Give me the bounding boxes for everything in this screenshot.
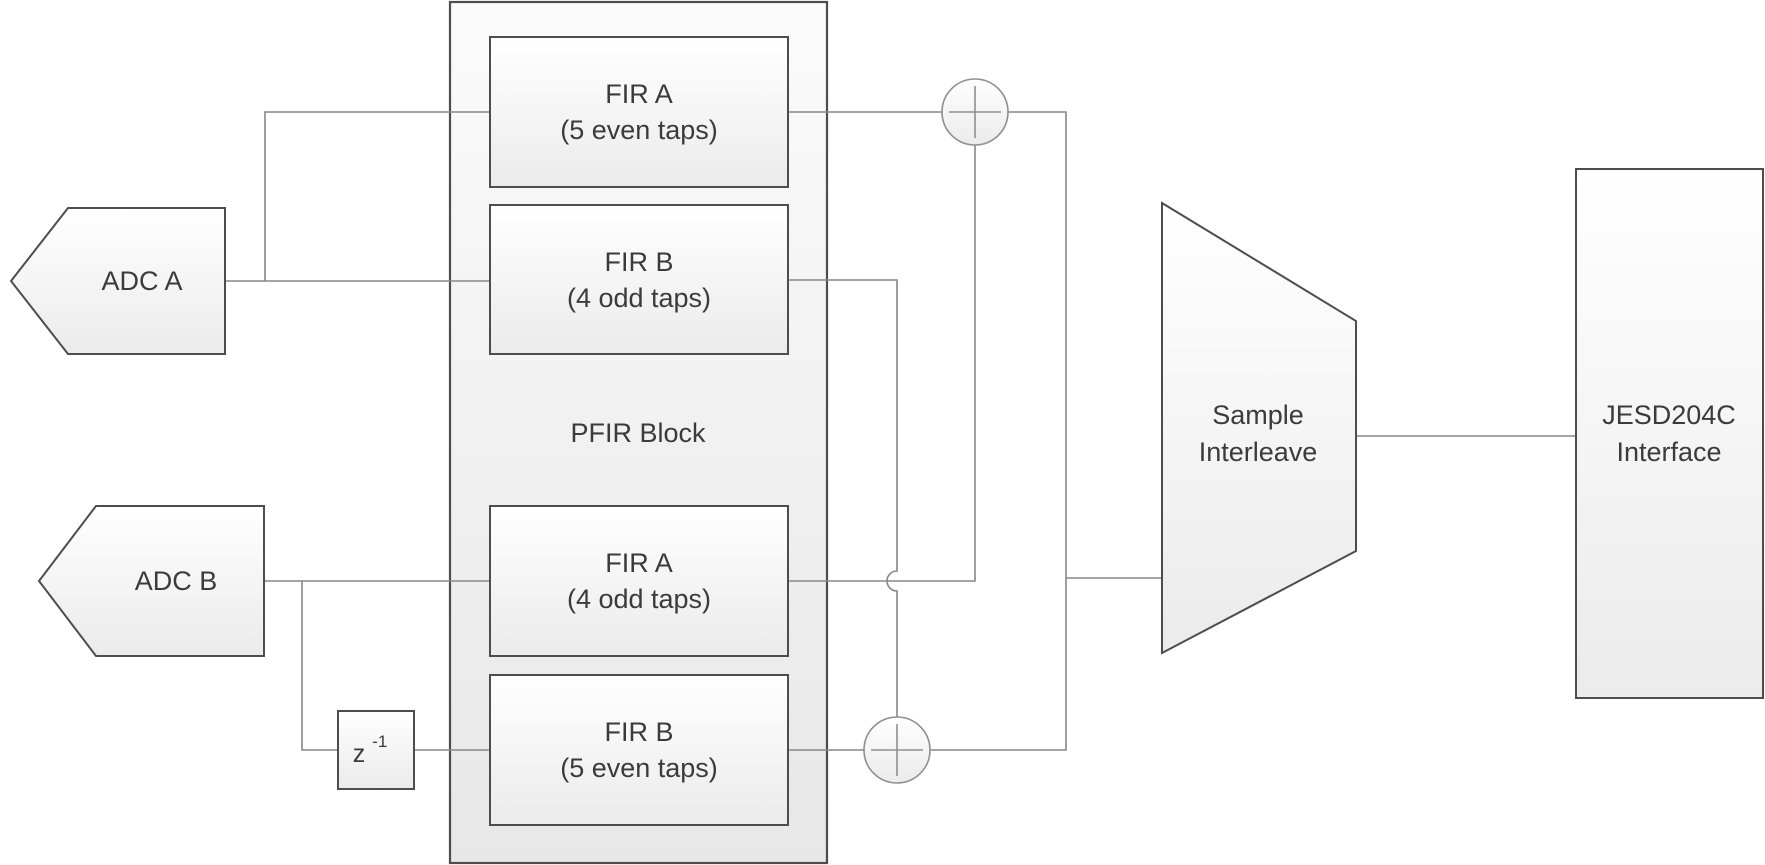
adc-a-label: ADC A [101,266,182,296]
jesd204c-label-line1: JESD204C [1602,400,1736,430]
fir-b-even-label-line1: FIR B [604,717,673,747]
adc-b-block [37,505,265,657]
fir-b-odd-block [489,204,789,355]
connector-sumbottom-interleave [930,578,1067,751]
fir-a-odd-label-line2: (4 odd taps) [567,584,711,614]
adc-a-block [9,207,226,355]
sample-interleave-label-line2: Interleave [1199,437,1318,467]
delay-block [337,710,415,790]
connector-adcb-delay [301,581,338,751]
delay-label-exponent: -1 [372,732,387,751]
sample-interleave-block [1161,201,1357,655]
delay-label-base: z [353,740,366,768]
delay-label: z -1 [353,732,388,769]
connector-fira-odd-sumtop [788,145,976,582]
fir-a-even-label-line2: (5 even taps) [560,115,718,145]
fir-b-even-block [489,674,789,826]
plus-icon-top [949,86,1001,138]
connector-firb-odd-sumbottom [788,279,898,717]
sum-junctions [863,78,1009,784]
connector-adca-fira-even [264,111,490,281]
connectors [225,111,1576,751]
fir-a-odd-label-line1: FIR A [605,548,673,578]
plus-icon-bottom [871,724,923,776]
fir-a-even-label-line1: FIR A [605,79,673,109]
fir-a-even-block [489,36,789,188]
pfir-block-label: PFIR Block [570,418,706,448]
sample-interleave-label-line1: Sample [1212,400,1304,430]
fir-b-even-label-line2: (5 even taps) [560,753,718,783]
fir-a-odd-block [489,505,789,657]
fir-b-odd-label-line1: FIR B [604,247,673,277]
adc-b-label: ADC B [135,566,218,596]
jesd204c-block [1575,168,1764,699]
fir-b-odd-label-line2: (4 odd taps) [567,283,711,313]
labels: ADC A ADC B FIR A (5 even taps) FIR B (4… [101,79,1735,783]
jesd204c-label-line2: Interface [1616,437,1721,467]
connector-sumtop-interleave [1008,111,1162,579]
shapes [9,36,1764,826]
